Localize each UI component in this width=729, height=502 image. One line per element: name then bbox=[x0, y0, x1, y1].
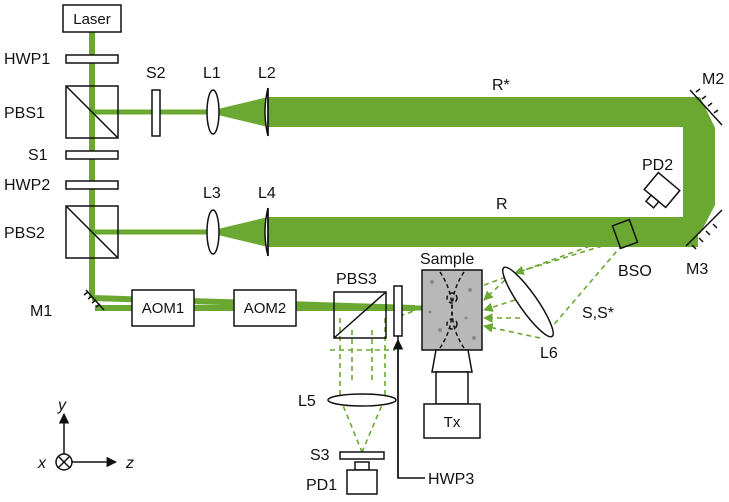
bso-label: BSO bbox=[618, 263, 652, 280]
pbs3-label: PBS3 bbox=[336, 271, 377, 288]
hwp3-label: HWP3 bbox=[428, 471, 474, 488]
l3-label: L3 bbox=[203, 185, 221, 202]
hwp2-label: HWP2 bbox=[4, 177, 50, 194]
pd1-label: PD1 bbox=[306, 477, 337, 494]
y-axis-label: y bbox=[57, 397, 67, 414]
m2-label: M2 bbox=[702, 71, 724, 88]
m3-label: M3 bbox=[686, 261, 708, 278]
laser-box bbox=[62, 4, 122, 33]
sample-vessel bbox=[439, 271, 465, 349]
pbs3-cube bbox=[333, 291, 387, 339]
l5-lens bbox=[327, 393, 397, 407]
tx-body bbox=[435, 371, 469, 405]
sample-texture bbox=[428, 280, 476, 340]
l5-label: L5 bbox=[298, 393, 316, 410]
pd2-label: PD2 bbox=[642, 157, 673, 174]
l1-lens bbox=[206, 89, 220, 135]
l1-label: L1 bbox=[203, 65, 221, 82]
pbs1-cube bbox=[65, 85, 119, 139]
l3-lens bbox=[206, 209, 220, 255]
hwp3-pointer bbox=[397, 336, 425, 479]
aom1-label: AOM1 bbox=[142, 300, 185, 317]
pd1-window bbox=[354, 461, 370, 471]
hwp1-label: HWP1 bbox=[4, 51, 50, 68]
m1-mirror bbox=[83, 289, 105, 311]
l4-label: L4 bbox=[258, 185, 276, 202]
pbs2-label: PBS2 bbox=[4, 225, 45, 242]
s2-label: S2 bbox=[146, 65, 166, 82]
pbs2-cube bbox=[65, 205, 119, 259]
coordinate-axes bbox=[55, 412, 118, 471]
s3-label: S3 bbox=[310, 447, 330, 464]
z-axis-label: z bbox=[125, 455, 134, 472]
tx-box bbox=[423, 403, 481, 439]
s1-shutter bbox=[65, 150, 119, 160]
hwp1-plate bbox=[65, 54, 119, 64]
s1-label: S1 bbox=[28, 147, 48, 164]
pd1-detector bbox=[346, 469, 378, 495]
laser-label: Laser bbox=[73, 11, 111, 28]
ss-star-label: S,S* bbox=[582, 305, 614, 322]
m1-label: M1 bbox=[30, 303, 52, 320]
r-star-label: R* bbox=[492, 77, 510, 94]
pbs1-label: PBS1 bbox=[4, 105, 45, 122]
hwp2-plate bbox=[65, 180, 119, 190]
l6-label: L6 bbox=[540, 345, 558, 362]
m3-mirror bbox=[685, 209, 723, 250]
tx-coupler bbox=[431, 349, 473, 373]
tx-label: Tx bbox=[444, 414, 461, 431]
sample-label: Sample bbox=[420, 251, 474, 268]
aom2-box bbox=[233, 289, 297, 327]
s2-shutter bbox=[151, 89, 161, 137]
x-axis-label: x bbox=[37, 455, 47, 472]
beam-paths bbox=[89, 32, 715, 311]
l6-lens bbox=[502, 266, 554, 338]
hwp3-plate bbox=[393, 285, 403, 337]
r-label: R bbox=[496, 196, 508, 213]
pd2-detector bbox=[643, 171, 681, 209]
s3-filter bbox=[339, 451, 385, 460]
l2-label: L2 bbox=[258, 65, 276, 82]
aom1-box bbox=[131, 289, 195, 327]
aom2-label: AOM2 bbox=[244, 300, 287, 317]
scattered-beams bbox=[330, 237, 629, 453]
m2-mirror bbox=[689, 88, 723, 126]
bso-crystal bbox=[611, 218, 639, 250]
